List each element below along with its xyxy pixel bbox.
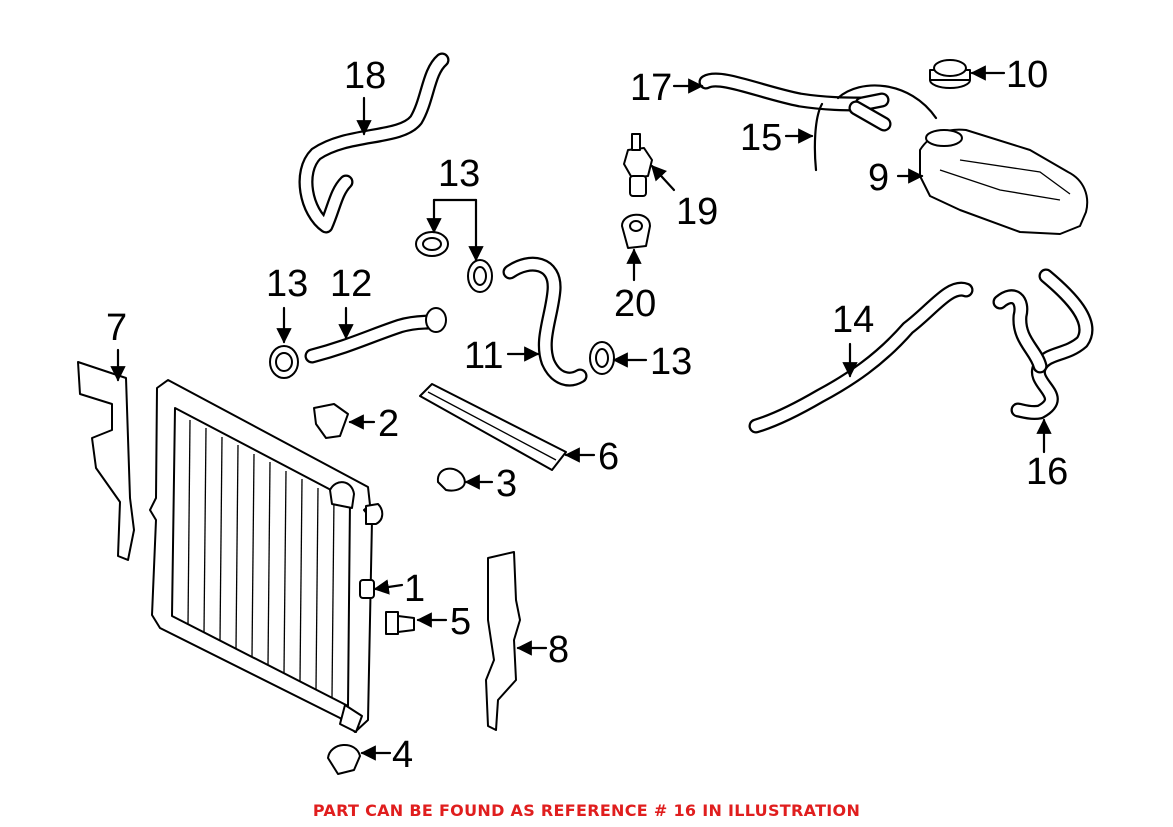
leader-lines [110, 65, 1052, 761]
air-guide-left-part-7 [77, 361, 135, 561]
drain-plug-part-4 [327, 744, 361, 775]
callout-4: 4 [392, 734, 413, 776]
callout-1: 1 [404, 568, 425, 610]
callout-12: 12 [330, 263, 372, 305]
reference-note: PART CAN BE FOUND AS REFERENCE # 16 IN I… [312, 801, 861, 820]
expansion-tank-part-9 [919, 128, 1089, 235]
callout-18: 18 [344, 55, 386, 97]
cap-part-10 [929, 59, 971, 89]
callout-15: 15 [740, 117, 782, 159]
callout-13-top: 13 [438, 153, 480, 195]
callout-20: 20 [614, 283, 656, 325]
bolt-part-5 [385, 611, 415, 635]
callout-14: 14 [832, 299, 874, 341]
hose-part-12 [304, 307, 447, 364]
callout-2: 2 [378, 403, 399, 445]
callout-13-right: 13 [650, 341, 692, 383]
callout-labels: 1 2 3 4 5 6 7 8 9 10 11 12 13 13 13 14 1… [106, 54, 1068, 776]
callout-5: 5 [450, 601, 471, 643]
callout-16: 16 [1026, 451, 1068, 493]
bracket-part-2 [313, 403, 349, 439]
hose-part-11 [502, 256, 588, 387]
callout-6: 6 [598, 436, 619, 478]
hose-part-16 [992, 268, 1094, 421]
hose-clamp-part-13 [269, 231, 615, 379]
callout-10: 10 [1006, 54, 1048, 96]
hose-part-15 [813, 102, 824, 172]
callout-9: 9 [868, 157, 889, 199]
callout-17: 17 [630, 67, 672, 109]
hose-part-17 [698, 72, 938, 132]
sensor-part-19 [623, 133, 653, 197]
air-guide-right-part-8 [485, 551, 521, 731]
callout-8: 8 [548, 629, 569, 671]
radiator-part-1 [149, 379, 384, 733]
callout-13-left: 13 [266, 263, 308, 305]
grommet-part-3 [436, 467, 466, 492]
callout-7: 7 [106, 307, 127, 349]
radiator-fins [187, 419, 335, 698]
hose-part-14 [748, 281, 974, 434]
callout-19: 19 [676, 191, 718, 233]
hose-part-18 [298, 52, 450, 234]
callout-11: 11 [464, 335, 503, 377]
callout-3: 3 [496, 463, 517, 505]
